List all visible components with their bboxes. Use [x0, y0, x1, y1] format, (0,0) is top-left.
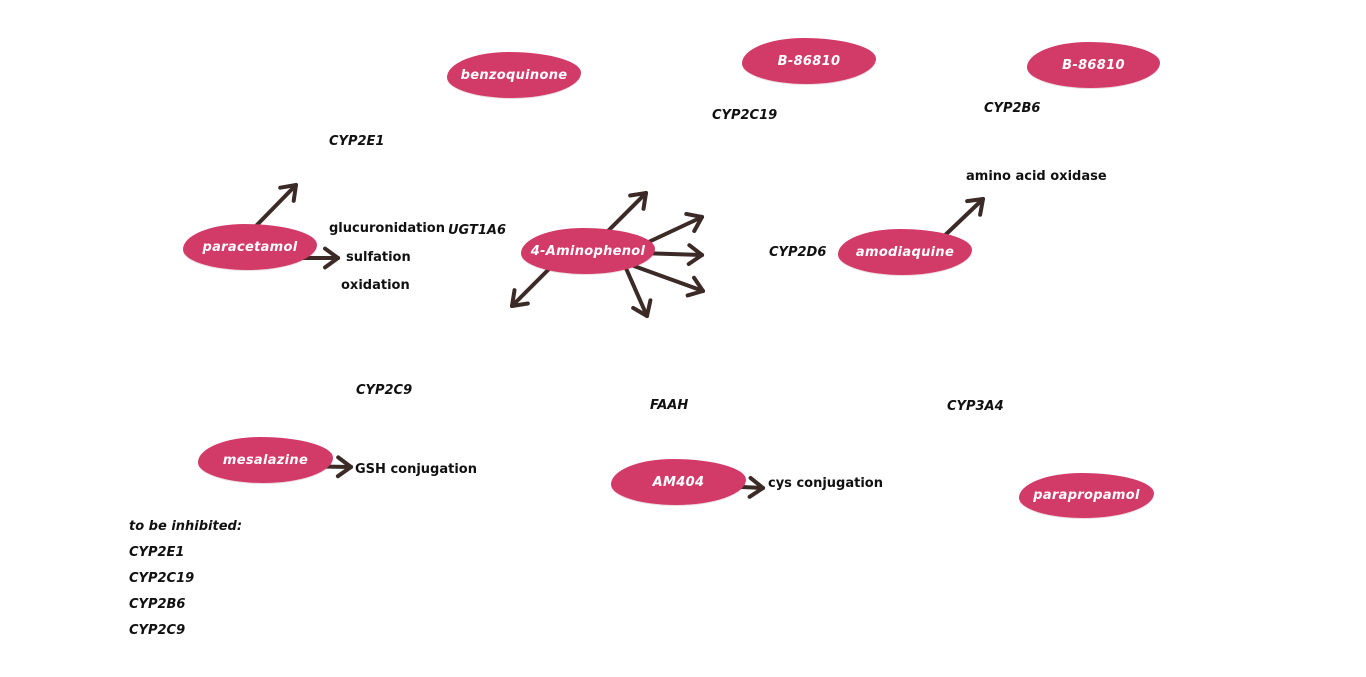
inhibited-title: to be inhibited: [129, 519, 243, 534]
enzyme-cyp3a4: CYP3A4 [947, 399, 1004, 414]
reaction-gsh-conjugation: GSH conjugation [355, 462, 477, 477]
inhibited-item: CYP2E1 [129, 545, 185, 560]
arrow-aminophenol-down [623, 264, 653, 318]
compound-b86810-right[interactable]: B-86810 [1027, 42, 1160, 88]
reaction-sulfation: sulfation [346, 250, 411, 265]
compound-benzoquinone[interactable]: benzoquinone [447, 52, 581, 98]
compound-mesalazine[interactable]: mesalazine [198, 437, 333, 483]
reaction-oxidation: oxidation [341, 278, 410, 293]
enzyme-cyp2c19: CYP2C19 [712, 108, 778, 123]
enzyme-cyp2d6: CYP2D6 [769, 245, 827, 260]
compound-am404[interactable]: AM404 [611, 459, 746, 505]
compound-paracetamol[interactable]: paracetamol [183, 224, 317, 270]
reaction-glucuronidation: glucuronidation [329, 221, 445, 236]
enzyme-cyp2e1: CYP2E1 [329, 134, 385, 149]
compound-parapropamol[interactable]: parapropamol [1019, 473, 1154, 518]
inhibited-item: CYP2C9 [129, 623, 186, 638]
reaction-cys-conjugation: cys conjugation [768, 476, 883, 491]
reaction-amino-acid-oxidase: amino acid oxidase [966, 169, 1107, 184]
enzyme-ugt1a6: UGT1A6 [448, 223, 507, 238]
enzyme-cyp2c9: CYP2C9 [356, 383, 413, 398]
arrow-aminophenol-downright [632, 264, 705, 298]
inhibited-item: CYP2C19 [129, 571, 195, 586]
compound-4-aminophenol[interactable]: 4-Aminophenol [521, 228, 655, 274]
compound-b86810-left[interactable]: B-86810 [742, 38, 876, 84]
enzyme-cyp2b6: CYP2B6 [984, 101, 1041, 116]
arrow-paracetamol-up [251, 183, 298, 231]
inhibited-item: CYP2B6 [129, 597, 186, 612]
enzyme-faah: FAAH [650, 398, 689, 413]
compound-amodiaquine[interactable]: amodiaquine [838, 229, 972, 275]
